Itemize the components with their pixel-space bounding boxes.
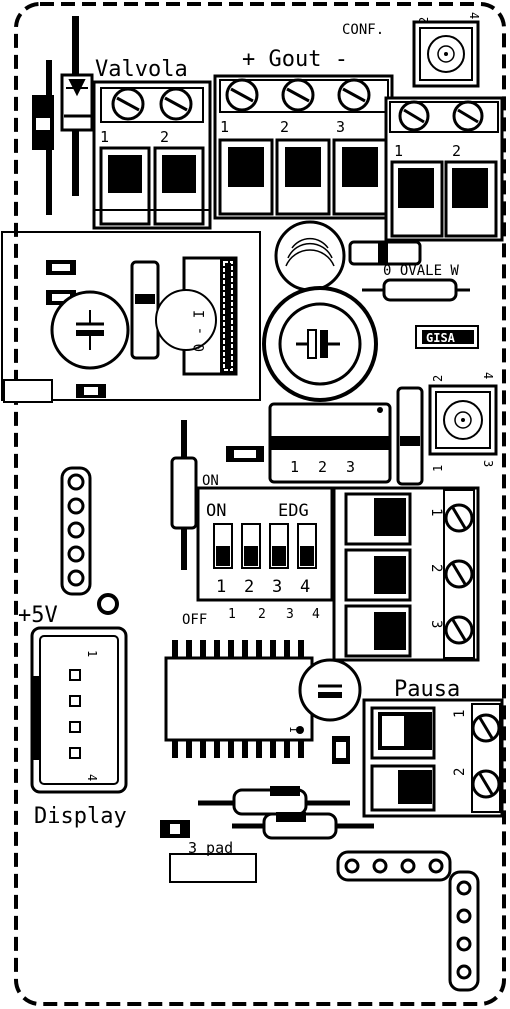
left-component-box xyxy=(1,231,261,403)
btn2-pin-3: 3 xyxy=(481,460,495,467)
screw-icon xyxy=(225,78,259,112)
screw-icon xyxy=(281,78,315,112)
btn2-pin-4: 4 xyxy=(481,372,495,379)
pad-label: 3 pad xyxy=(188,839,233,857)
dip-num-2: 2 xyxy=(244,577,254,597)
right-pin-1: 1 xyxy=(394,142,403,160)
conf-button xyxy=(412,20,480,88)
dip-switch xyxy=(196,486,334,602)
display-pin-4: 4 xyxy=(85,774,99,781)
gout-pin-2: 2 xyxy=(280,118,289,136)
off-label: OFF xyxy=(182,612,207,628)
screw-icon xyxy=(444,615,474,645)
ic-pin-1: 1 xyxy=(287,726,300,733)
bottom-pin-header xyxy=(336,850,480,992)
screw-icon xyxy=(471,713,501,743)
screw-icon xyxy=(444,559,474,589)
relay-pin-2: 2 xyxy=(318,458,327,476)
board-outline xyxy=(14,2,506,1006)
left-pin-header xyxy=(60,466,119,615)
bottom-resistors xyxy=(160,786,374,883)
conf-pin-2: 2 xyxy=(417,17,431,24)
screw-icon xyxy=(337,78,371,112)
gisa-logo-text: GISA xyxy=(426,331,456,345)
btn2-pin-2: 2 xyxy=(431,375,445,382)
screw-icon xyxy=(398,100,430,132)
vertical-resistor xyxy=(170,420,264,570)
electrolytic-capacitor xyxy=(262,286,378,402)
gisa-logo xyxy=(415,325,479,349)
pausa-pin-1: 1 xyxy=(452,710,468,718)
screw-icon xyxy=(159,87,193,121)
buzzer xyxy=(274,220,346,292)
side-pin-3: 3 xyxy=(428,620,444,628)
conf-pin-4: 4 xyxy=(467,12,481,19)
conf-label: CONF. xyxy=(342,22,384,38)
side-terminal xyxy=(332,486,480,662)
plus5v-label: +5V xyxy=(18,603,58,628)
pausa-pin-2: 2 xyxy=(452,768,468,776)
display-pin-1: 1 xyxy=(85,650,99,657)
dip-num-4: 4 xyxy=(300,577,310,597)
ovale-components xyxy=(348,240,470,302)
valvola-label: Valvola xyxy=(95,57,188,82)
dip-bottom-1: 1 xyxy=(228,607,236,622)
dip-bottom-4: 4 xyxy=(312,607,320,622)
relay-pin-3: 3 xyxy=(346,458,355,476)
left-top-components xyxy=(32,16,104,215)
screw-icon xyxy=(452,100,484,132)
right-pin-2: 2 xyxy=(452,142,461,160)
ic-chip xyxy=(164,640,314,758)
right-terminal xyxy=(384,96,504,242)
dip-on-label: ON xyxy=(206,501,226,521)
dip-edg-label: EDG xyxy=(278,501,309,521)
display-connector xyxy=(30,626,128,794)
display-label: Display xyxy=(34,804,127,829)
btn2-pin-1: 1 xyxy=(431,465,445,472)
gout-terminal xyxy=(213,74,394,220)
gout-label: + Gout - xyxy=(242,47,348,72)
valvola-pin-1: 1 xyxy=(100,128,109,146)
relay-pin-1: 1 xyxy=(290,458,299,476)
push-button-2 xyxy=(396,384,498,486)
screw-icon xyxy=(444,503,474,533)
pausa-terminal xyxy=(362,698,504,818)
dip-bottom-3: 3 xyxy=(286,607,294,622)
relay xyxy=(268,402,392,484)
dip-num-1: 1 xyxy=(216,577,226,597)
screw-icon xyxy=(111,87,145,121)
dip-num-3: 3 xyxy=(272,577,282,597)
screw-icon xyxy=(471,769,501,799)
on-top-label: ON xyxy=(202,473,219,489)
valvola-pin-2: 2 xyxy=(160,128,169,146)
valvola-terminal xyxy=(92,80,212,230)
pausa-label: Pausa xyxy=(394,677,460,702)
side-pin-2: 2 xyxy=(428,564,444,572)
dip-bottom-2: 2 xyxy=(258,607,266,622)
gout-pin-3: 3 xyxy=(336,118,345,136)
side-pin-1: 1 xyxy=(428,508,444,516)
ovale-label: 0 OVALE W xyxy=(383,263,459,279)
gout-pin-1: 1 xyxy=(220,118,229,136)
pot-label: 0 - I xyxy=(192,310,208,352)
small-capacitor xyxy=(298,658,362,764)
